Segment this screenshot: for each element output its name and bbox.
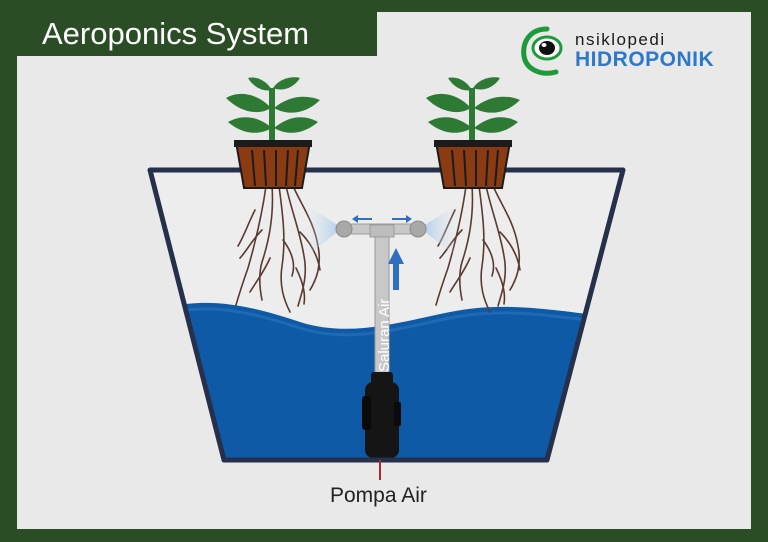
roots-left [235,185,321,313]
mist-spray-left [305,204,342,258]
pump-label: Pompa Air [330,484,427,507]
water-pipe [349,223,415,379]
flow-arrow-right [392,215,412,223]
flow-arrow-up [388,248,404,290]
spray-nozzle-left [335,220,353,238]
logo-text-bottom: HIDROPONIK [575,48,715,71]
plant-right [426,77,520,144]
flow-arrow-left [352,215,372,223]
roots-right [435,185,521,313]
plant-left [226,77,320,144]
water-pump [362,372,401,458]
net-pot-left [234,140,312,189]
page-title: Aeroponics System [42,16,310,51]
pipe-label: Saluran Air [376,298,393,372]
title-banner [17,12,377,56]
logo-eye-icon [521,26,563,76]
net-pot-right [434,140,512,189]
brand-logo: nsiklopedi HIDROPONIK [520,26,730,78]
spray-nozzle-right [409,220,427,238]
mist-spray-right [420,204,458,258]
logo-text-top: nsiklopedi [575,30,666,49]
